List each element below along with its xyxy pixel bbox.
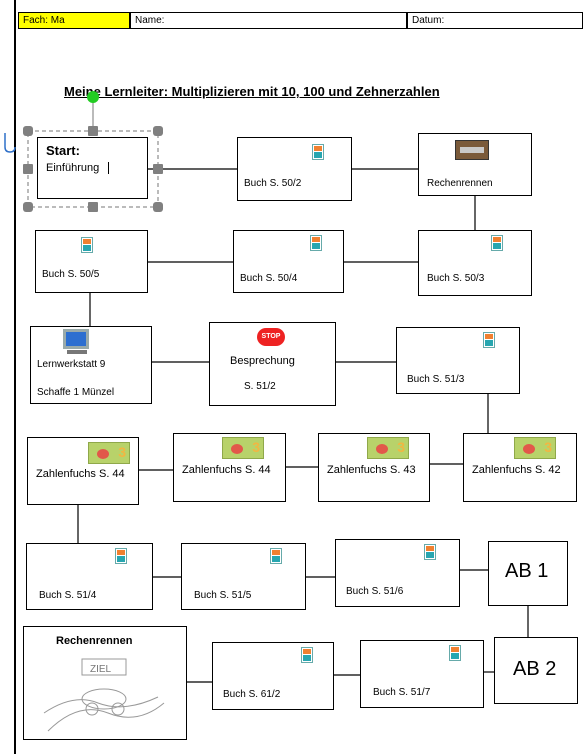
- box-zahlenfuchs-44-b[interactable]: 3 Zahlenfuchs S. 44: [173, 433, 286, 502]
- resize-handle-bl[interactable]: [23, 202, 33, 212]
- box-zahlenfuchs-42[interactable]: 3 Zahlenfuchs S. 42: [463, 433, 577, 502]
- box-label: Buch S. 51/7: [373, 687, 431, 698]
- book-icon: [310, 235, 322, 251]
- book-icon: [270, 548, 282, 564]
- resize-handle-l[interactable]: [23, 164, 33, 174]
- box-label: Zahlenfuchs S. 44: [182, 464, 271, 476]
- box-ab-1[interactable]: AB 1: [488, 541, 568, 606]
- box-label: Rechenrennen: [427, 178, 493, 189]
- resize-handle-tl[interactable]: [23, 126, 33, 136]
- book-icon: [483, 332, 495, 348]
- box-label: Buch S. 50/2: [244, 178, 302, 189]
- box-label: Buch S. 61/2: [223, 689, 281, 700]
- resize-handle-r[interactable]: [153, 164, 163, 174]
- box-buch-50-4[interactable]: Buch S. 50/4: [233, 230, 344, 293]
- ziel-sign: ZIEL: [90, 664, 112, 675]
- book-icon: [81, 237, 93, 253]
- zahlenfuchs-logo-icon: 3: [222, 437, 264, 459]
- box-buch-50-5[interactable]: Buch S. 50/5: [35, 230, 148, 293]
- box-lernwerkstatt[interactable]: Lernwerkstatt 9 Schaffe 1 Münzel: [30, 326, 152, 404]
- box-label-1: Lernwerkstatt 9: [37, 359, 106, 370]
- box-ab-2[interactable]: AB 2: [494, 637, 578, 704]
- box-buch-51-4[interactable]: Buch S. 51/4: [26, 543, 153, 610]
- box-label-2: Schaffe 1 Münzel: [37, 387, 115, 398]
- box-label: Zahlenfuchs S. 43: [327, 464, 416, 476]
- box-label: Zahlenfuchs S. 44: [36, 468, 125, 480]
- text-cursor: [108, 162, 109, 174]
- anchor-icon: [4, 133, 16, 153]
- start-box[interactable]: Start: Einführung: [37, 137, 148, 199]
- book-icon: [312, 144, 324, 160]
- box-besprechung[interactable]: STOP Besprechung S. 51/2: [209, 322, 336, 406]
- box-buch-51-7[interactable]: Buch S. 51/7: [360, 640, 484, 708]
- start-sub: Einführung: [46, 162, 100, 174]
- worksheet-title: Meine Lernleiter: Multiplizieren mit 10,…: [64, 84, 440, 99]
- date-field[interactable]: Datum:: [407, 12, 583, 29]
- box-buch-61-2[interactable]: Buch S. 61/2: [212, 642, 334, 710]
- subject-field[interactable]: Fach: Ma: [18, 12, 130, 29]
- resize-handle-b[interactable]: [88, 202, 98, 212]
- box-zahlenfuchs-43[interactable]: 3 Zahlenfuchs S. 43: [318, 433, 430, 502]
- box-buch-50-3[interactable]: Buch S. 50/3: [418, 230, 532, 296]
- zahlenfuchs-logo-icon: 3: [367, 437, 409, 459]
- book-icon: [115, 548, 127, 564]
- worksheet-page: [14, 0, 583, 754]
- book-icon: [491, 235, 503, 251]
- box-label: Buch S. 51/4: [39, 590, 97, 601]
- box-title: Rechenrennen: [56, 635, 133, 647]
- race-car-icon: [455, 140, 489, 160]
- resize-handle-tr[interactable]: [153, 126, 163, 136]
- zahlenfuchs-logo-icon: 3: [88, 442, 130, 464]
- stop-sign-icon: STOP: [257, 328, 285, 346]
- book-icon: [449, 645, 461, 661]
- zahlenfuchs-logo-icon: 3: [514, 437, 556, 459]
- box-zahlenfuchs-44-a[interactable]: 3 Zahlenfuchs S. 44: [27, 437, 139, 505]
- resize-handle-t[interactable]: [88, 126, 98, 136]
- box-buch-50-2[interactable]: Buch S. 50/2: [237, 137, 352, 201]
- box-label: Buch S. 51/5: [194, 590, 252, 601]
- name-field[interactable]: Name:: [130, 12, 407, 29]
- box-label: Buch S. 50/4: [240, 273, 298, 284]
- box-label-2: S. 51/2: [244, 381, 276, 392]
- race-sketch-image: ZIEL: [43, 658, 165, 732]
- box-label: Zahlenfuchs S. 42: [472, 464, 561, 476]
- box-label-1: Besprechung: [230, 355, 295, 367]
- box-label: Buch S. 51/3: [407, 374, 465, 385]
- book-icon: [301, 647, 313, 663]
- resize-handle-br[interactable]: [153, 202, 163, 212]
- start-label: Start:: [46, 143, 80, 158]
- box-label: AB 1: [505, 560, 549, 582]
- box-label: Buch S. 50/3: [427, 273, 485, 284]
- box-buch-51-5[interactable]: Buch S. 51/5: [181, 543, 306, 610]
- box-rechenrennen-2[interactable]: Rechenrennen ZIEL: [23, 626, 187, 740]
- box-buch-51-3[interactable]: Buch S. 51/3: [396, 327, 520, 394]
- box-label: Buch S. 50/5: [42, 269, 100, 280]
- box-label: Buch S. 51/6: [346, 586, 404, 597]
- box-buch-51-6[interactable]: Buch S. 51/6: [335, 539, 460, 607]
- rotate-handle[interactable]: [87, 91, 99, 103]
- box-rechenrennen-1[interactable]: Rechenrennen: [418, 133, 532, 196]
- box-label: AB 2: [513, 658, 557, 680]
- book-icon: [424, 544, 436, 560]
- computer-icon: [63, 329, 89, 349]
